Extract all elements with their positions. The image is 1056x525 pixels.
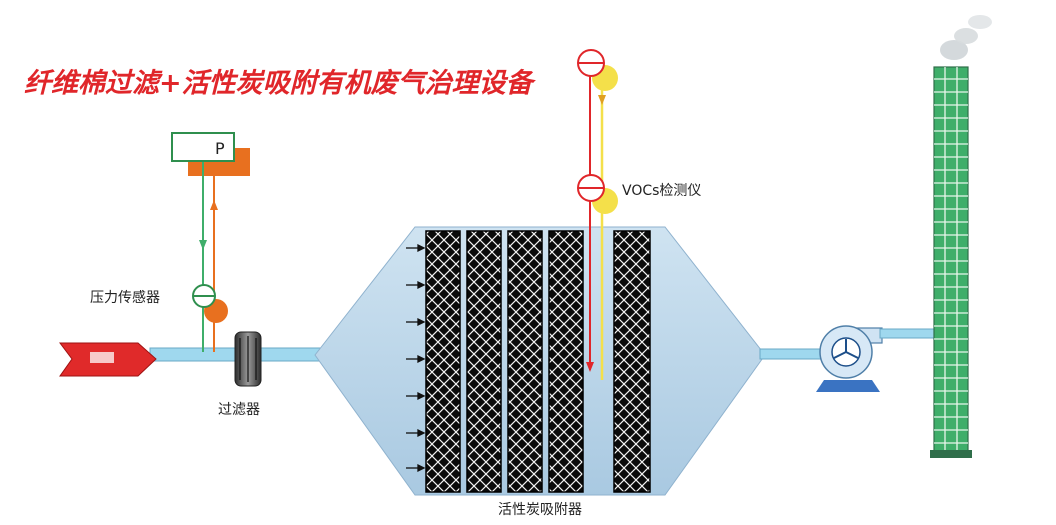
carbon-beds xyxy=(425,230,651,493)
pressure-sensor-icon xyxy=(192,284,228,323)
voc-detector-icon xyxy=(577,174,618,214)
inlet-arrow-icon xyxy=(59,342,157,377)
carbon-bed xyxy=(613,230,651,493)
outlet-pipe xyxy=(759,348,827,360)
carbon-bed xyxy=(507,230,543,493)
stack-inlet-pipe xyxy=(879,328,941,339)
flow-arrow-icon xyxy=(598,95,606,105)
adsorber-label: 活性炭吸附器 xyxy=(498,502,582,518)
flow-arrow-icon xyxy=(586,362,594,372)
flow-arrow-icon xyxy=(210,200,218,210)
inflow-arrows xyxy=(406,243,426,473)
pressure-box-label: P xyxy=(215,139,225,158)
diagram-title: 纤维棉过滤+活性炭吸附有机废气治理设备 xyxy=(24,68,537,99)
flow-arrow-icon xyxy=(199,240,207,250)
pressure-sensor-label: 压力传感器 xyxy=(90,289,160,306)
carbon-bed xyxy=(425,230,461,493)
carbon-bed xyxy=(548,230,584,493)
pressure-box xyxy=(171,132,250,176)
carbon-bed xyxy=(466,230,502,493)
filter-label: 过滤器 xyxy=(218,402,260,418)
voc-detector-label: VOCs检测仪 xyxy=(622,183,701,199)
fan-icon xyxy=(816,325,883,392)
smoke-icon xyxy=(940,15,992,60)
chimney-icon xyxy=(930,66,972,458)
filter-icon xyxy=(234,331,262,387)
voc-detector-icon xyxy=(577,49,618,91)
